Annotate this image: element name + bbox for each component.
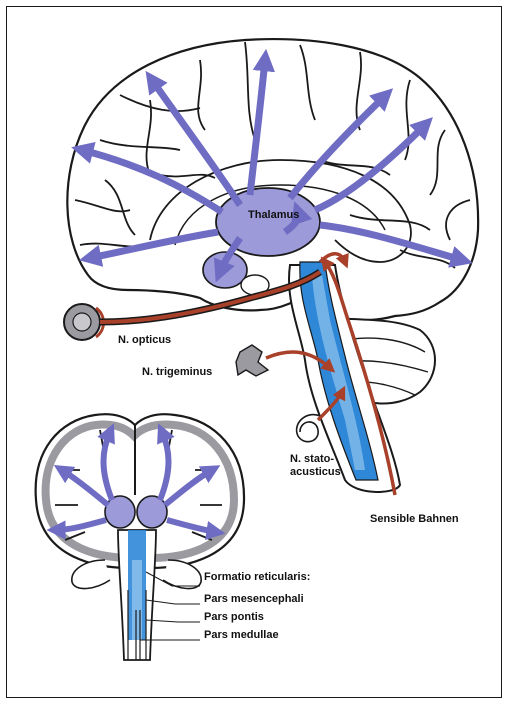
label-n-stato-1: N. stato- <box>290 453 334 465</box>
trigeminus-ganglion <box>236 345 268 376</box>
coronal-brain <box>36 414 244 660</box>
label-pars-pontis: Pars pontis <box>204 611 264 623</box>
label-pars-mesencephali: Pars mesencephali <box>204 593 304 605</box>
eye <box>64 304 104 340</box>
label-sensible-bahnen: Sensible Bahnen <box>370 513 459 525</box>
cerebrum-outline <box>67 39 478 320</box>
label-n-opticus: N. opticus <box>118 334 171 346</box>
label-formatio: Formatio reticularis: <box>204 571 310 583</box>
label-n-stato-2: acusticus <box>290 466 341 478</box>
label-thalamus: Thalamus <box>248 209 299 221</box>
label-pars-medullae: Pars medullae <box>204 629 279 641</box>
cochlea <box>297 415 320 442</box>
label-n-trigeminus: N. trigeminus <box>142 366 212 378</box>
